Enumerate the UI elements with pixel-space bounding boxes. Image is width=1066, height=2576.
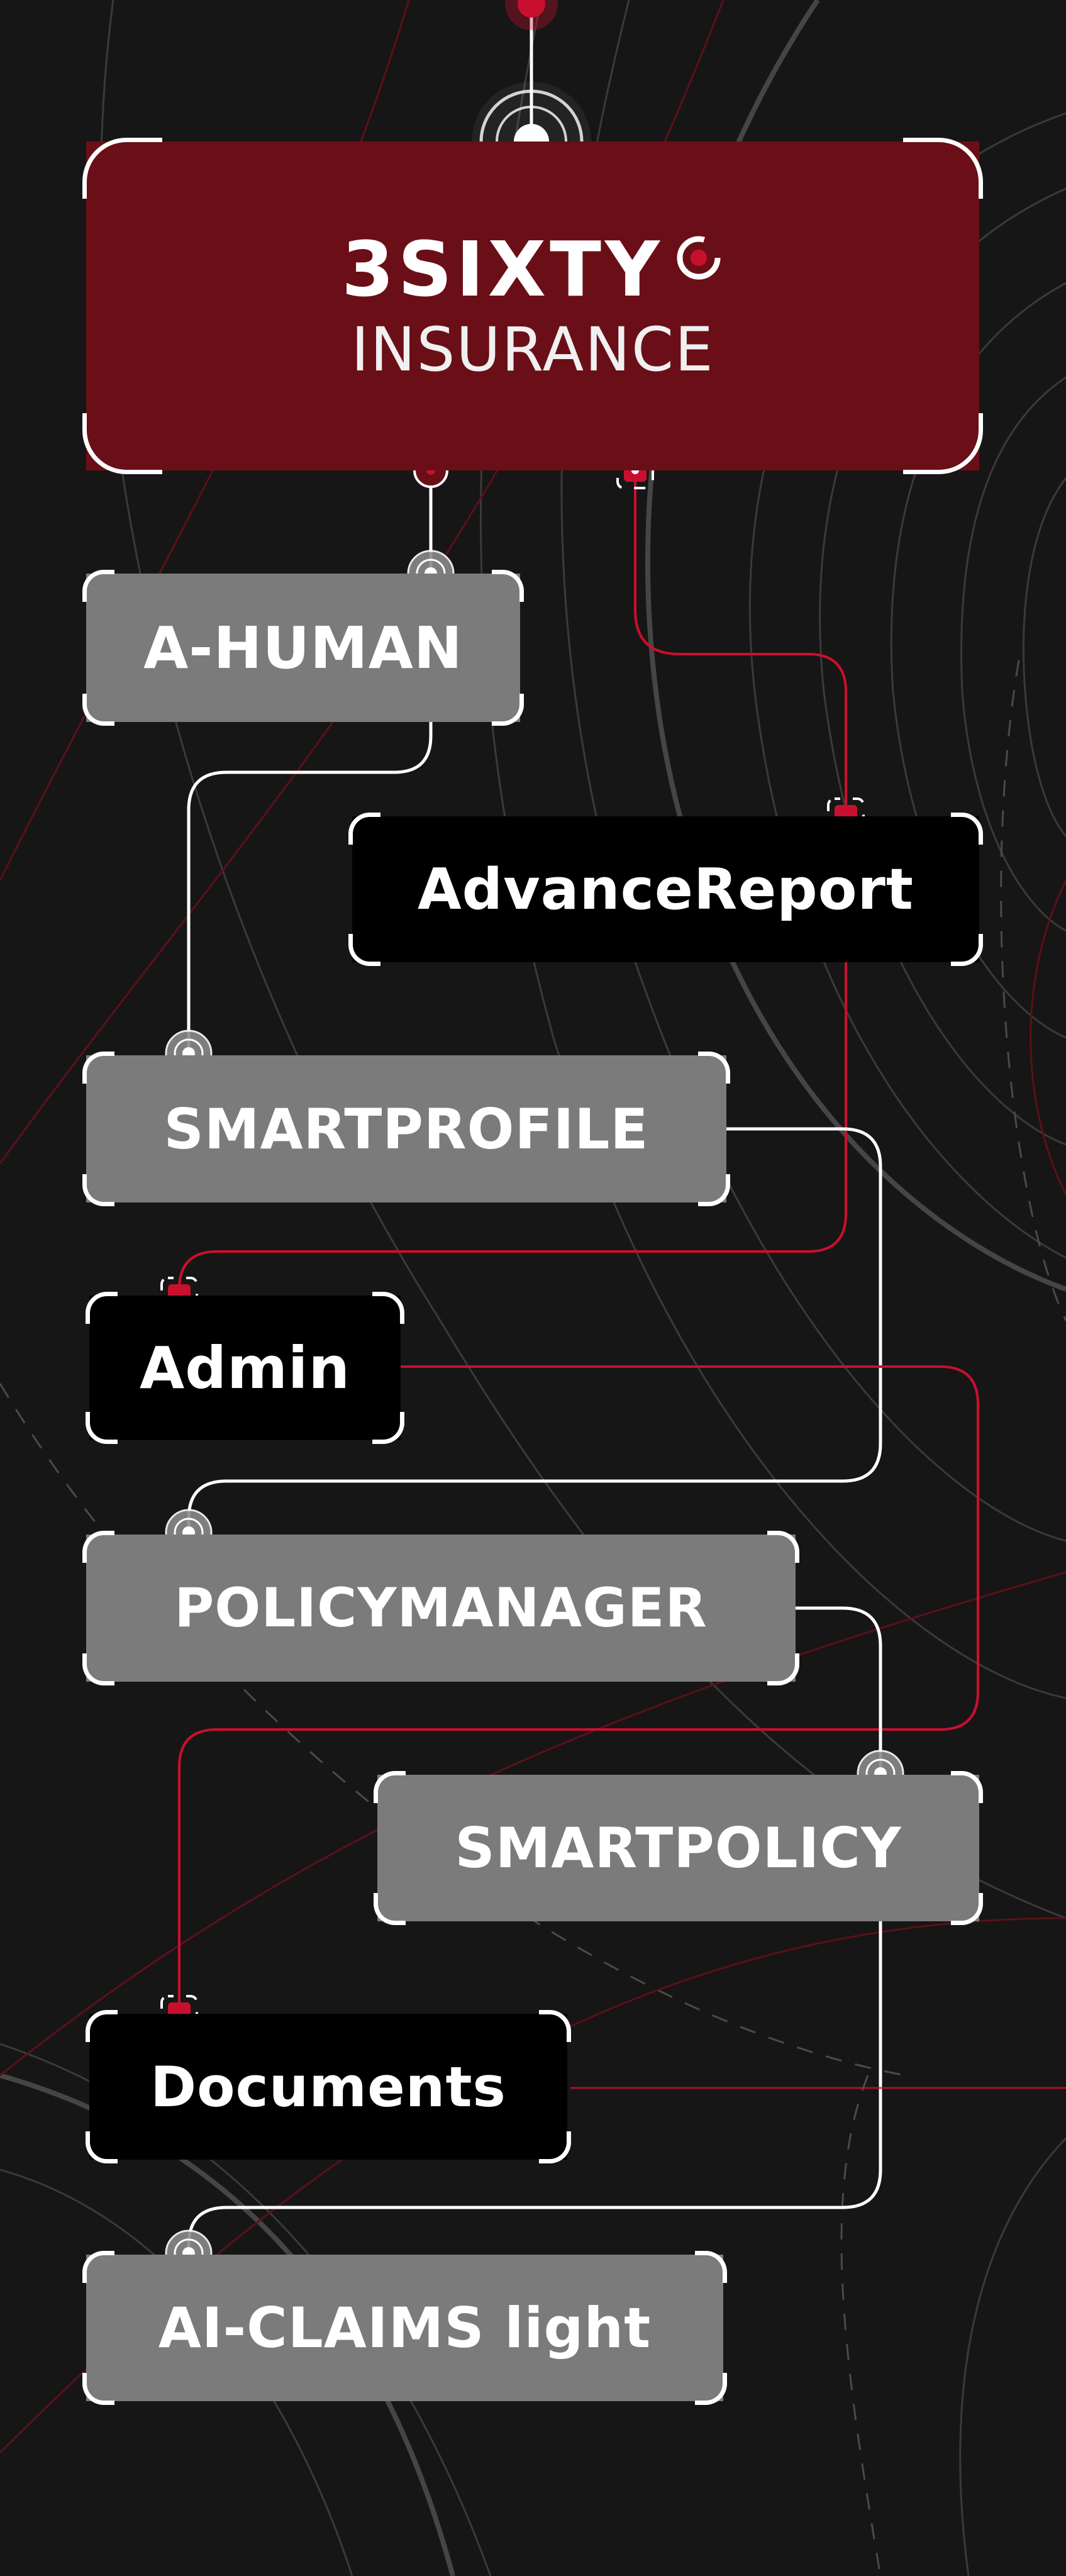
node-documents: Documents xyxy=(86,2010,571,2163)
node-admin: Admin xyxy=(86,1292,404,1444)
logo-wordmark: 3SIXTY xyxy=(341,226,663,314)
node-policymanager: POLICYMANAGER xyxy=(82,1531,799,1685)
node-label: AdvanceReport xyxy=(418,856,914,923)
node-label: Admin xyxy=(140,1334,350,1402)
node-label: SMARTPROFILE xyxy=(164,1096,649,1162)
node-label: SMARTPOLICY xyxy=(455,1816,902,1880)
node-label: POLICYMANAGER xyxy=(174,1577,708,1640)
node-label: AI-CLAIMS light xyxy=(158,2296,652,2360)
logo-eye-icon xyxy=(677,236,721,279)
node-smartprofile: SMARTPROFILE xyxy=(82,1052,730,1206)
node-smartpolicy: SMARTPOLICY xyxy=(374,1771,983,1925)
node-advancereport: AdvanceReport xyxy=(348,813,983,966)
node-a-human: A-HUMAN xyxy=(82,570,524,726)
logo-subtitle: INSURANCE xyxy=(351,314,714,385)
node-label: A-HUMAN xyxy=(143,614,463,682)
node-label: Documents xyxy=(150,2054,506,2119)
node-3sixty-insurance: 3SIXTY INSURANCE xyxy=(82,138,983,474)
node-ai-claims-light: AI-CLAIMS light xyxy=(82,2251,727,2405)
